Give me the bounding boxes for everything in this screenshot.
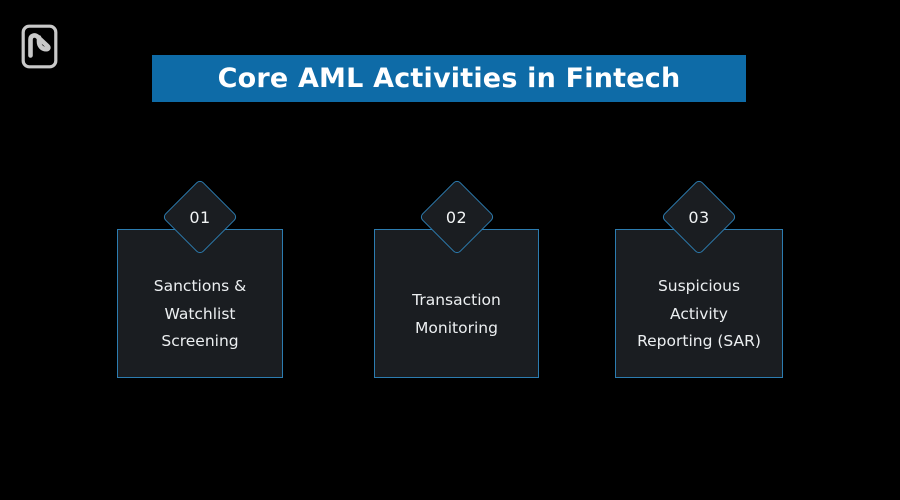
activity-card-box[interactable]: 03 Suspicious Activity Reporting (SAR) <box>615 178 783 378</box>
activity-card-01[interactable]: 01 Sanctions & Watchlist Screening <box>117 178 283 378</box>
title-banner: Core AML Activities in Fintech <box>152 55 746 102</box>
card-number: 01 <box>189 207 211 227</box>
card-number: 02 <box>445 207 468 227</box>
card-label: Sanctions & Watchlist Screening <box>153 277 247 351</box>
card-number: 03 <box>688 207 710 227</box>
card-label: Transaction Monitoring <box>412 290 501 337</box>
activity-card-02[interactable]: 02 Transaction Monitoring <box>374 178 539 378</box>
page-title: Core AML Activities in Fintech <box>217 63 681 94</box>
activity-card-box[interactable]: 01 Sanctions & Watchlist Screening <box>117 178 283 378</box>
activity-card-box[interactable]: 02 Transaction Monitoring <box>374 178 539 378</box>
card-label: Suspicious Activity Reporting (SAR) <box>637 277 761 351</box>
brand-logo-icon <box>21 24 58 69</box>
activity-card-03[interactable]: 03 Suspicious Activity Reporting (SAR) <box>615 178 783 378</box>
